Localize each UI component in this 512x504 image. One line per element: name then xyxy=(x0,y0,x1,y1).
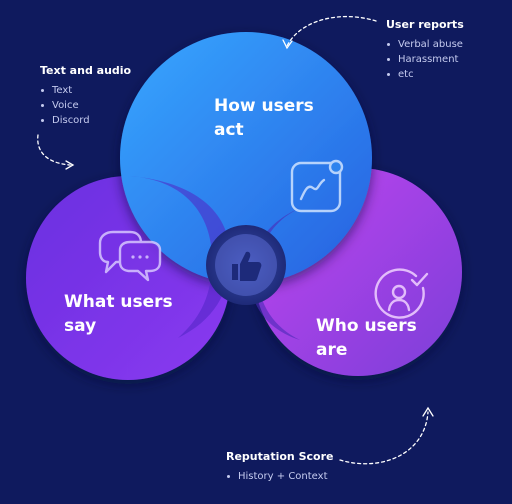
list-item: History + Context xyxy=(226,469,333,484)
user-check-icon xyxy=(374,268,429,319)
label-what-users-say: What users say xyxy=(64,290,184,338)
lobe-how-users-act xyxy=(120,32,372,284)
list-item-text: Text xyxy=(52,85,73,96)
list-item-text: etc xyxy=(398,69,414,80)
bullet-dot-icon xyxy=(41,119,44,122)
label-how-users-act: How users act xyxy=(214,94,334,142)
bullet-dot-icon xyxy=(41,89,44,92)
bullet-dot-icon xyxy=(387,73,390,76)
callout-user-reports: User reports Verbal abuse Harassment etc xyxy=(386,18,464,82)
label-how-users-act-line1: How users xyxy=(214,96,314,116)
callout-text-audio: Text and audio Text Voice Discord xyxy=(40,64,131,128)
callout-text-audio-list: Text Voice Discord xyxy=(40,83,131,128)
list-item: Verbal abuse xyxy=(386,37,464,52)
connector-reputation xyxy=(339,406,434,465)
label-what-users-say-line2: say xyxy=(64,316,97,336)
connector-user-reports xyxy=(282,15,377,50)
list-item-text: Discord xyxy=(52,115,90,126)
callout-user-reports-title: User reports xyxy=(386,18,464,31)
label-who-users-are-line2: are xyxy=(316,340,348,360)
callout-reputation-title: Reputation Score xyxy=(226,450,334,463)
thumbs-up-icon xyxy=(232,251,262,281)
list-item: Text xyxy=(40,83,131,98)
bullet-dot-icon xyxy=(387,58,390,61)
list-item-text: Voice xyxy=(52,100,79,111)
callout-reputation-list: History + Context xyxy=(226,469,333,484)
chat-bubbles-icon xyxy=(98,230,162,282)
callout-text-audio-title: Text and audio xyxy=(40,64,132,77)
connector-text-audio xyxy=(37,134,75,170)
list-item: Voice xyxy=(40,98,131,113)
bullet-dot-icon xyxy=(41,104,44,107)
line-chart-icon xyxy=(290,159,344,213)
list-item-text: History + Context xyxy=(238,471,328,482)
bullet-dot-icon xyxy=(387,43,390,46)
bullet-dot-icon xyxy=(227,475,230,478)
overlap-left-swirl xyxy=(130,176,231,338)
label-who-users-are: Who users are xyxy=(316,314,436,362)
label-how-users-act-line2: act xyxy=(214,120,244,140)
callout-user-reports-list: Verbal abuse Harassment etc xyxy=(386,37,464,82)
label-who-users-are-line1: Who users xyxy=(316,316,417,336)
callout-reputation: Reputation Score History + Context xyxy=(226,450,333,484)
list-item-text: Harassment xyxy=(398,54,459,65)
list-item: Discord xyxy=(40,113,131,128)
list-item-text: Verbal abuse xyxy=(398,39,463,50)
list-item: etc xyxy=(386,67,464,82)
list-item: Harassment xyxy=(386,52,464,67)
label-what-users-say-line1: What users xyxy=(64,292,173,312)
